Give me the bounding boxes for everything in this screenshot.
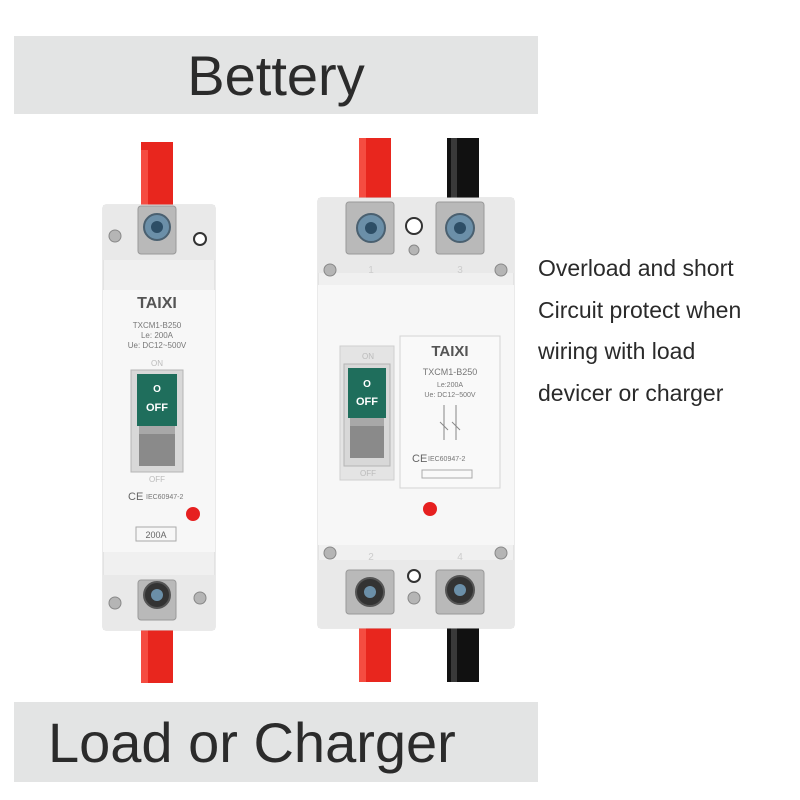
breaker-single: TAIXI TXCM1-B250 Le: 200A Ue: DC12~500V … bbox=[102, 204, 216, 631]
brand-label: TAIXI bbox=[431, 343, 468, 360]
terminal-label-3: 3 bbox=[457, 265, 463, 276]
model-label: TXCM1-B250 bbox=[133, 321, 182, 330]
cert-label: IEC60947-2 bbox=[146, 494, 183, 501]
toggle-handle[interactable] bbox=[137, 374, 177, 426]
bottom-banner-text: Load or Charger bbox=[48, 710, 456, 774]
handle-label: OFF bbox=[356, 396, 378, 408]
terminal-label-1: 1 bbox=[368, 265, 374, 276]
ce-mark: CE bbox=[412, 453, 427, 465]
handle-symbol: O bbox=[153, 384, 161, 395]
description-line: devicer or charger bbox=[538, 379, 724, 406]
bottom-banner: Load or Charger bbox=[14, 702, 538, 782]
description-line: Overload and short bbox=[538, 255, 734, 281]
breaker-double: 1 3 ON O OFF OFF TAIXI TXCM1-B250 Le:200… bbox=[317, 197, 515, 629]
rating-line: Le:200A bbox=[437, 382, 463, 389]
voltage-line: Ue: DC12~500V bbox=[424, 392, 476, 399]
on-label: ON bbox=[362, 352, 374, 361]
description-text: Overload and short Circuit protect when … bbox=[538, 248, 796, 414]
description-line: Circuit protect when bbox=[538, 296, 742, 323]
handle-symbol: O bbox=[363, 379, 371, 390]
ce-mark: CE bbox=[128, 491, 143, 503]
on-label: ON bbox=[151, 359, 163, 368]
toggle-handle[interactable] bbox=[348, 368, 386, 418]
indicator-light bbox=[186, 507, 200, 521]
brand-label: TAIXI bbox=[137, 295, 177, 312]
rating-badge: 200A bbox=[145, 530, 166, 540]
model-label: TXCM1-B250 bbox=[423, 367, 478, 377]
terminal-label-4: 4 bbox=[457, 552, 463, 563]
off-label: OFF bbox=[360, 469, 376, 478]
top-banner-text: Bettery bbox=[187, 43, 365, 107]
circuit-symbol-icon bbox=[439, 405, 461, 440]
terminal-label-2: 2 bbox=[368, 552, 374, 563]
voltage-line: Ue: DC12~500V bbox=[128, 341, 187, 350]
handle-label: OFF bbox=[146, 402, 168, 414]
off-label: OFF bbox=[149, 475, 165, 484]
description-line: wiring with load bbox=[538, 338, 696, 364]
indicator-light bbox=[423, 502, 437, 516]
rating-line: Le: 200A bbox=[141, 331, 174, 340]
cert-label: IEC60947-2 bbox=[428, 456, 465, 463]
top-banner: Bettery bbox=[14, 36, 538, 114]
